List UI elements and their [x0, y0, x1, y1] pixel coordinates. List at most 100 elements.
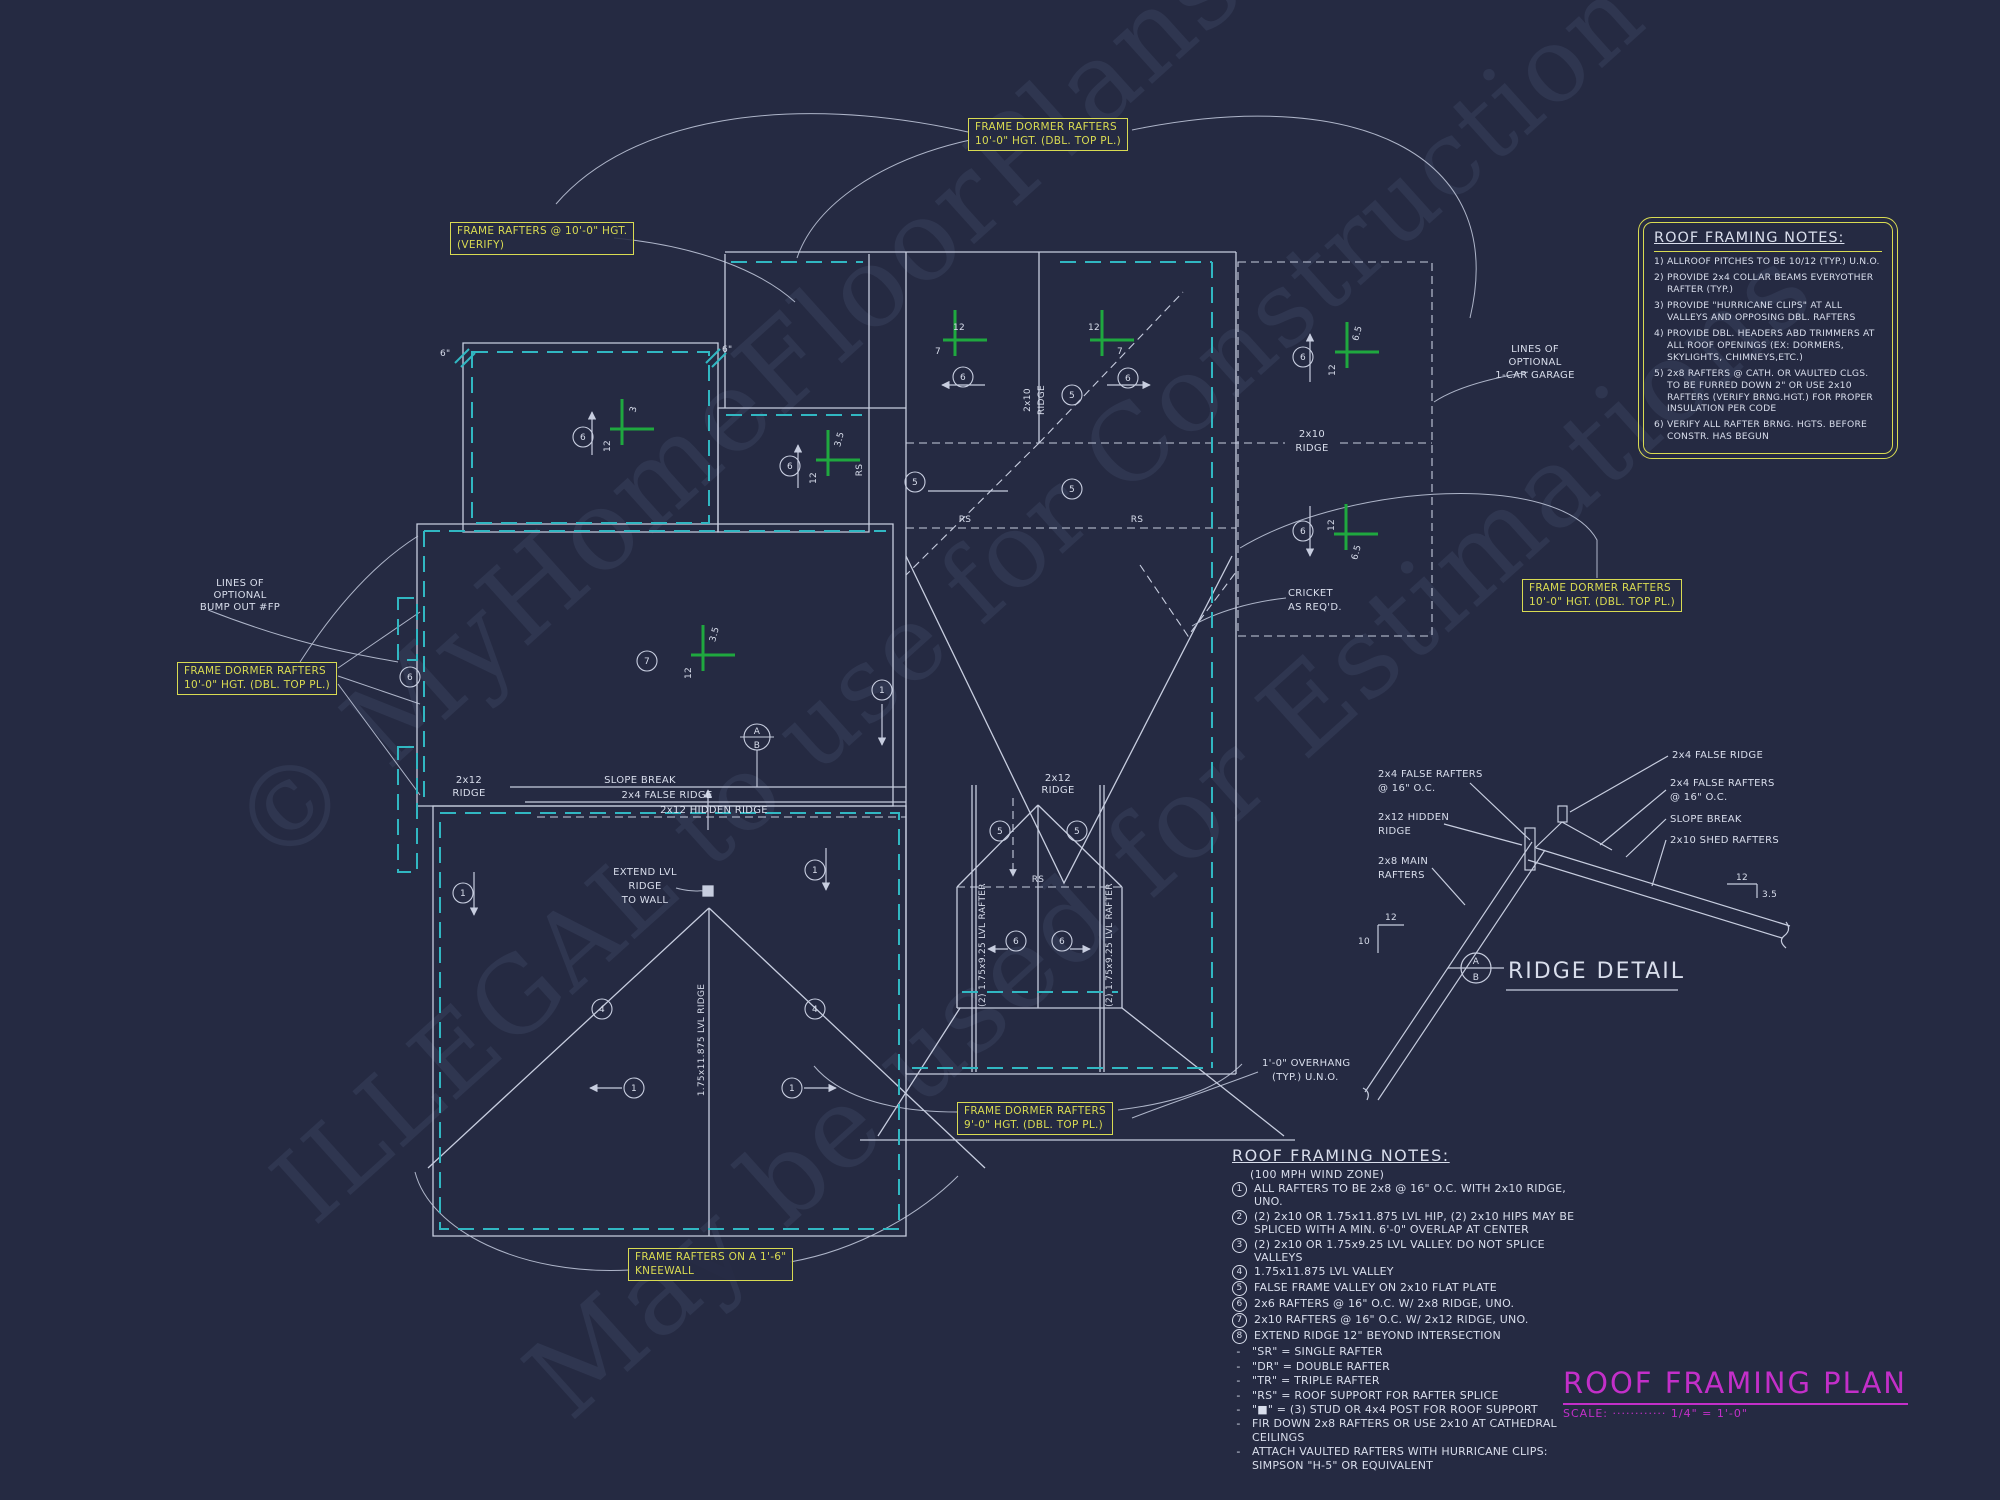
- sheet-title-block: ROOF FRAMING PLAN SCALE: ············ 1/…: [1563, 1366, 1908, 1420]
- note-number: 5: [1232, 1281, 1247, 1297]
- detail-ref-bottom: B: [1473, 973, 1479, 983]
- notes-box-item: 3) PROVIDE "HURRICANE CLIPS" AT ALL VALL…: [1654, 299, 1856, 323]
- detail-ref-top: A: [1473, 957, 1480, 967]
- lvl-rafter-label: (2) 1.75x9.25 LVL RAFTER: [978, 883, 988, 1007]
- circled-note-ref: 6: [787, 462, 793, 472]
- callout-line: FRAME DORMER RAFTERS: [975, 121, 1118, 133]
- note-text: (2) 2x10 OR 1.75x9.25 LVL VALLEY. DO NOT…: [1254, 1237, 1545, 1265]
- notes-box-item: 2) PROVIDE 2x4 COLLAR BEAMS EVERYOTHER R…: [1654, 271, 1874, 295]
- circled-note-ref: 4: [812, 1005, 818, 1015]
- slope-run: 12: [953, 323, 965, 333]
- detail-hidden-ridge-label: RIDGE: [1378, 826, 1411, 837]
- callout-frame-rafters: FRAME RAFTERS @ 10'-0" HGT. (VERIFY): [450, 222, 635, 256]
- lvl-rafter-label: (2) 1.75x9.25 LVL RAFTER: [1105, 883, 1115, 1007]
- notes-list-item: 1 ALL RAFTERS TO BE 2x8 @ 16" O.C. WITH …: [1232, 1182, 1577, 1209]
- callout-line: FRAME DORMER RAFTERS: [184, 665, 327, 677]
- optional-bumpout-label: BUMP OUT #FP: [200, 602, 280, 613]
- circled-note-ref: 5: [1069, 485, 1075, 495]
- circled-note-ref: 1: [631, 1084, 637, 1094]
- detail-false-rafters-label: @ 16" O.C.: [1670, 792, 1728, 803]
- slope-rise: 3.5: [833, 431, 847, 448]
- ridge-label: RIDGE: [1041, 785, 1074, 796]
- slope-run: 12: [603, 440, 613, 452]
- note-text: (2) 2x10 OR 1.75x11.875 LVL HIP, (2) 2x1…: [1254, 1209, 1575, 1237]
- leader-lines: [207, 113, 1598, 1272]
- roof-support-label: RS: [855, 464, 865, 477]
- circled-note-ref: 4: [599, 1005, 605, 1015]
- slope-rise: 7: [935, 347, 941, 357]
- notes-box-inner: ROOF FRAMING NOTES: 1) ALLROOF PITCHES T…: [1643, 222, 1893, 455]
- section-marker-bottom: B: [754, 741, 760, 751]
- optional-bumpout-label: OPTIONAL: [213, 590, 266, 601]
- circled-note-ref: 1: [879, 686, 885, 696]
- circled-note-ref: 6: [1300, 353, 1306, 363]
- slope-cross-marks: [610, 310, 1379, 671]
- optional-garage-label: 1-CAR GARAGE: [1495, 370, 1574, 381]
- circled-note-ref: 5: [912, 478, 918, 488]
- hidden-lines: [537, 261, 1433, 888]
- tick-dimension: 6": [440, 349, 450, 359]
- circled-note-ref: 1: [789, 1084, 795, 1094]
- circled-note-ref: 6: [407, 673, 413, 683]
- detail-slope-run: 12: [1736, 873, 1748, 883]
- note-text: FALSE FRAME VALLEY ON 2x10 FLAT PLATE: [1254, 1281, 1497, 1295]
- callout-kneewall: FRAME RAFTERS ON A 1'-6" KNEEWALL: [628, 1248, 794, 1282]
- note-number: 2: [1232, 1209, 1247, 1225]
- callout-dormer-top: FRAME DORMER RAFTERS 10'-0" HGT. (DBL. T…: [968, 118, 1129, 152]
- callout-line: 10'-0" HGT. (DBL. TOP PL.): [184, 678, 331, 691]
- notes-list-item: 3 (2) 2x10 OR 1.75x9.25 LVL VALLEY. DO N…: [1232, 1237, 1577, 1265]
- note-text: "TR" = TRIPLE RAFTER: [1252, 1374, 1380, 1388]
- note-reference-circles: [399, 346, 1314, 1099]
- notes-list-dash-item: - "TR" = TRIPLE RAFTER: [1236, 1374, 1380, 1388]
- note-text: "■" = (3) STUD OR 4x4 POST FOR ROOF SUPP…: [1252, 1403, 1538, 1417]
- circled-note-ref: 7: [644, 657, 650, 667]
- overhang-label: 1'-0" OVERHANG: [1262, 1058, 1350, 1069]
- cricket-label: AS REQ'D.: [1288, 602, 1342, 613]
- ridge-detail-title: RIDGE DETAIL: [1508, 959, 1685, 984]
- section-marker-top: A: [754, 727, 761, 737]
- note-number: 1: [1232, 1182, 1247, 1197]
- circled-note-ref: 6: [1125, 374, 1131, 384]
- circled-note-ref: 6: [1013, 937, 1019, 947]
- detail-hidden-ridge-label: 2x12 HIDDEN: [1378, 812, 1449, 823]
- callout-line: 9'-0" HGT. (DBL. TOP PL.): [964, 1118, 1104, 1131]
- notes-list-dash-item: - FIR DOWN 2x8 RAFTERS OR USE 2x10 AT CA…: [1232, 1417, 1577, 1444]
- false-ridge-label: 2x4 FALSE RIDGE: [621, 790, 712, 801]
- circled-note-ref: 6: [960, 373, 966, 383]
- note-text: 2x10 RAFTERS @ 16" O.C. W/ 2x12 RIDGE, U…: [1254, 1313, 1529, 1327]
- notes-box-item: 5) 2x8 RAFTERS @ CATH. OR VAULTED CLGS. …: [1654, 367, 1873, 415]
- circled-note-ref: 5: [1074, 827, 1080, 837]
- notes-list-item: 8 EXTEND RIDGE 12" BEYOND INTERSECTION: [1232, 1329, 1577, 1345]
- section-marker-line: [740, 736, 774, 787]
- notes-box-item: 1) ALLROOF PITCHES TO BE 10/12 (TYP.) U.…: [1654, 256, 1880, 267]
- corner-tick-marks: [454, 348, 727, 368]
- circled-note-ref: 1: [812, 866, 818, 876]
- extend-lvl-label: TO WALL: [621, 895, 669, 906]
- wall-plate-lines: [397, 261, 1213, 1230]
- extend-lvl-label: EXTEND LVL: [613, 867, 677, 878]
- notes-list-title: ROOF FRAMING NOTES:: [1232, 1146, 1450, 1165]
- roof-framing-notes-list: ROOF FRAMING NOTES: (100 MPH WIND ZONE) …: [1232, 1146, 1577, 1473]
- roof-framing-notes-box: ROOF FRAMING NOTES: 1) ALLROOF PITCHES T…: [1638, 217, 1898, 460]
- detail-false-rafters-label: @ 16" O.C.: [1378, 783, 1436, 794]
- note-reference-numbers: 6 6 6 6 6 6 6 6 6 7 5 5 5 5 5 4 4 1 1 1 …: [407, 353, 1306, 1094]
- slope-run: 12: [1328, 364, 1338, 376]
- roof-support-label: RS: [1131, 515, 1144, 525]
- detail-false-rafters-label: 2x4 FALSE RAFTERS: [1378, 769, 1483, 780]
- note-number: 4: [1232, 1265, 1247, 1281]
- ridge-label: RIDGE: [1037, 385, 1047, 415]
- plan-text-labels: 6" 6" 12 3 12 3.5 12 3.5 12 7 12 7 12 6.…: [200, 323, 1575, 1096]
- circled-note-ref: 6: [1059, 937, 1065, 947]
- detail-main-rafters-label: 2x8 MAIN: [1378, 856, 1428, 867]
- circled-note-ref: 5: [1069, 391, 1075, 401]
- notes-box-title: ROOF FRAMING NOTES:: [1654, 230, 1882, 252]
- notes-box-item: 6) VERIFY ALL RAFTER BRNG. HGTS. BEFORE …: [1654, 419, 1868, 443]
- note-text: 2x6 RAFTERS @ 16" O.C. W/ 2x8 RIDGE, UNO…: [1254, 1297, 1515, 1311]
- note-text: FIR DOWN 2x8 RAFTERS OR USE 2x10 AT CATH…: [1252, 1417, 1557, 1444]
- notes-list-dash-item: - "RS" = ROOF SUPPORT FOR RAFTER SPLICE: [1236, 1388, 1499, 1402]
- circled-note-ref: 6: [580, 433, 586, 443]
- note-text: 1.75x11.875 LVL VALLEY: [1254, 1265, 1394, 1279]
- slope-rise: 6.5: [1351, 325, 1365, 342]
- ridge-label: RIDGE: [452, 788, 485, 799]
